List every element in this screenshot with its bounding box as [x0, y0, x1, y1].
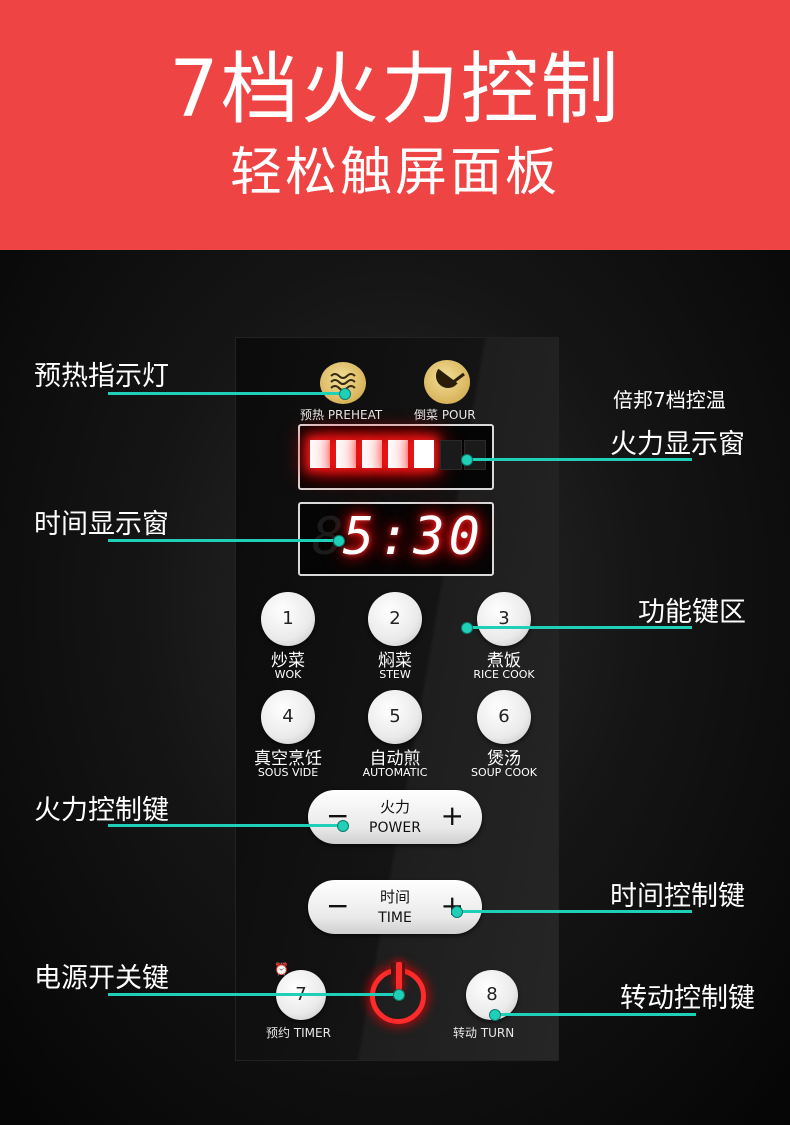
rice-cook-button[interactable]: 3: [477, 592, 531, 646]
automatic-button[interactable]: 5: [368, 690, 422, 744]
power-level-bar: [388, 440, 408, 468]
leader-preheat: [108, 392, 344, 395]
power-level-bar: [310, 440, 330, 468]
wok-button[interactable]: 1: [261, 592, 315, 646]
wok-label: 炒菜: [271, 651, 305, 671]
sous-vide-button[interactable]: 4: [261, 690, 315, 744]
sous-vide-label-en: SOUS VIDE: [257, 766, 319, 779]
turn-label: 转动 TURN: [453, 1026, 515, 1040]
power-control: − 火力 POWER +: [308, 790, 482, 844]
callout-preheat-light: 预热指示灯: [34, 361, 169, 392]
callout-time-window: 时间显示窗: [34, 509, 169, 540]
leader-dot: [461, 622, 473, 634]
leader-turn-keys: [494, 1013, 696, 1016]
stew-label: 焖菜: [378, 651, 412, 671]
leader-dot: [451, 906, 463, 918]
callout-turn-keys: 转动控制键: [620, 983, 755, 1014]
turn-button-number: 8: [486, 984, 498, 1005]
leader-power-keys: [108, 824, 342, 827]
pour-label: 倒菜 POUR: [414, 408, 476, 422]
timer-label: 预约 TIMER: [266, 1026, 331, 1040]
wok-button-number: 1: [282, 608, 294, 629]
time-readout: 5:30: [342, 507, 484, 567]
leader-time-window: [108, 539, 338, 542]
rice-cook-label: 煮饭: [487, 651, 521, 671]
callout-brand-temp: 倍邦7档控温: [613, 388, 726, 412]
stew-label-en: STEW: [379, 668, 411, 681]
leader-power-window: [466, 458, 692, 461]
soup-cook-label: 煲汤: [487, 749, 521, 769]
power-display-window: [298, 424, 494, 490]
leader-dot: [393, 989, 405, 1001]
leader-power-switch: [108, 993, 398, 996]
time-plus-button[interactable]: +: [440, 889, 464, 922]
stew-button-number: 2: [389, 608, 401, 629]
callout-time-keys: 时间控制键: [610, 881, 745, 912]
time-control: − 时间 TIME +: [308, 880, 482, 934]
power-control-label-en: POWER: [369, 820, 421, 836]
header-banner: 7档火力控制 轻松触屏面板: [0, 0, 790, 250]
power-level-bar: [336, 440, 356, 468]
leader-dot: [461, 454, 473, 466]
wok-label-en: WOK: [274, 668, 302, 681]
time-display-window: 8 5:30: [298, 502, 494, 576]
banner-subtitle: 轻松触屏面板: [229, 143, 560, 203]
leader-dot: [489, 1009, 501, 1021]
leader-dot: [337, 820, 349, 832]
automatic-label: 自动煎: [369, 749, 421, 769]
sous-vide-button-number: 4: [282, 706, 294, 727]
power-icon: [396, 962, 402, 990]
rice-cook-label-en: RICE COOK: [473, 668, 535, 681]
power-level-bar-off: [440, 440, 462, 470]
leader-dot: [339, 388, 351, 400]
time-control-label-en: TIME: [378, 910, 412, 926]
leader-dot: [333, 535, 345, 547]
callout-function-area: 功能键区: [638, 597, 746, 628]
alarm-clock-icon: ⏰: [274, 962, 289, 976]
time-minus-button[interactable]: −: [326, 889, 350, 922]
callout-power-window: 火力显示窗: [610, 429, 745, 460]
soup-cook-button[interactable]: 6: [477, 690, 531, 744]
leader-function-area: [466, 626, 692, 629]
power-control-label: 火力: [379, 798, 410, 816]
preheat-label: 预热 PREHEAT: [300, 408, 383, 422]
power-plus-button[interactable]: +: [440, 799, 464, 832]
rice-cook-button-number: 3: [498, 608, 510, 629]
callout-power-keys: 火力控制键: [34, 795, 169, 826]
automatic-button-number: 5: [389, 706, 401, 727]
banner-title: 7档火力控制: [169, 45, 621, 135]
stew-button[interactable]: 2: [368, 592, 422, 646]
soup-cook-label-en: SOUP COOK: [470, 766, 538, 779]
time-control-label: 时间: [379, 888, 410, 906]
callout-power-switch: 电源开关键: [34, 963, 169, 994]
soup-cook-button-number: 6: [498, 706, 510, 727]
sous-vide-label: 真空烹饪: [254, 749, 322, 769]
power-level-bar: [362, 440, 382, 468]
automatic-label-en: AUTOMATIC: [362, 766, 428, 779]
pour-icon: [424, 360, 470, 404]
leader-time-keys: [456, 910, 692, 913]
power-level-bar: [414, 440, 434, 468]
